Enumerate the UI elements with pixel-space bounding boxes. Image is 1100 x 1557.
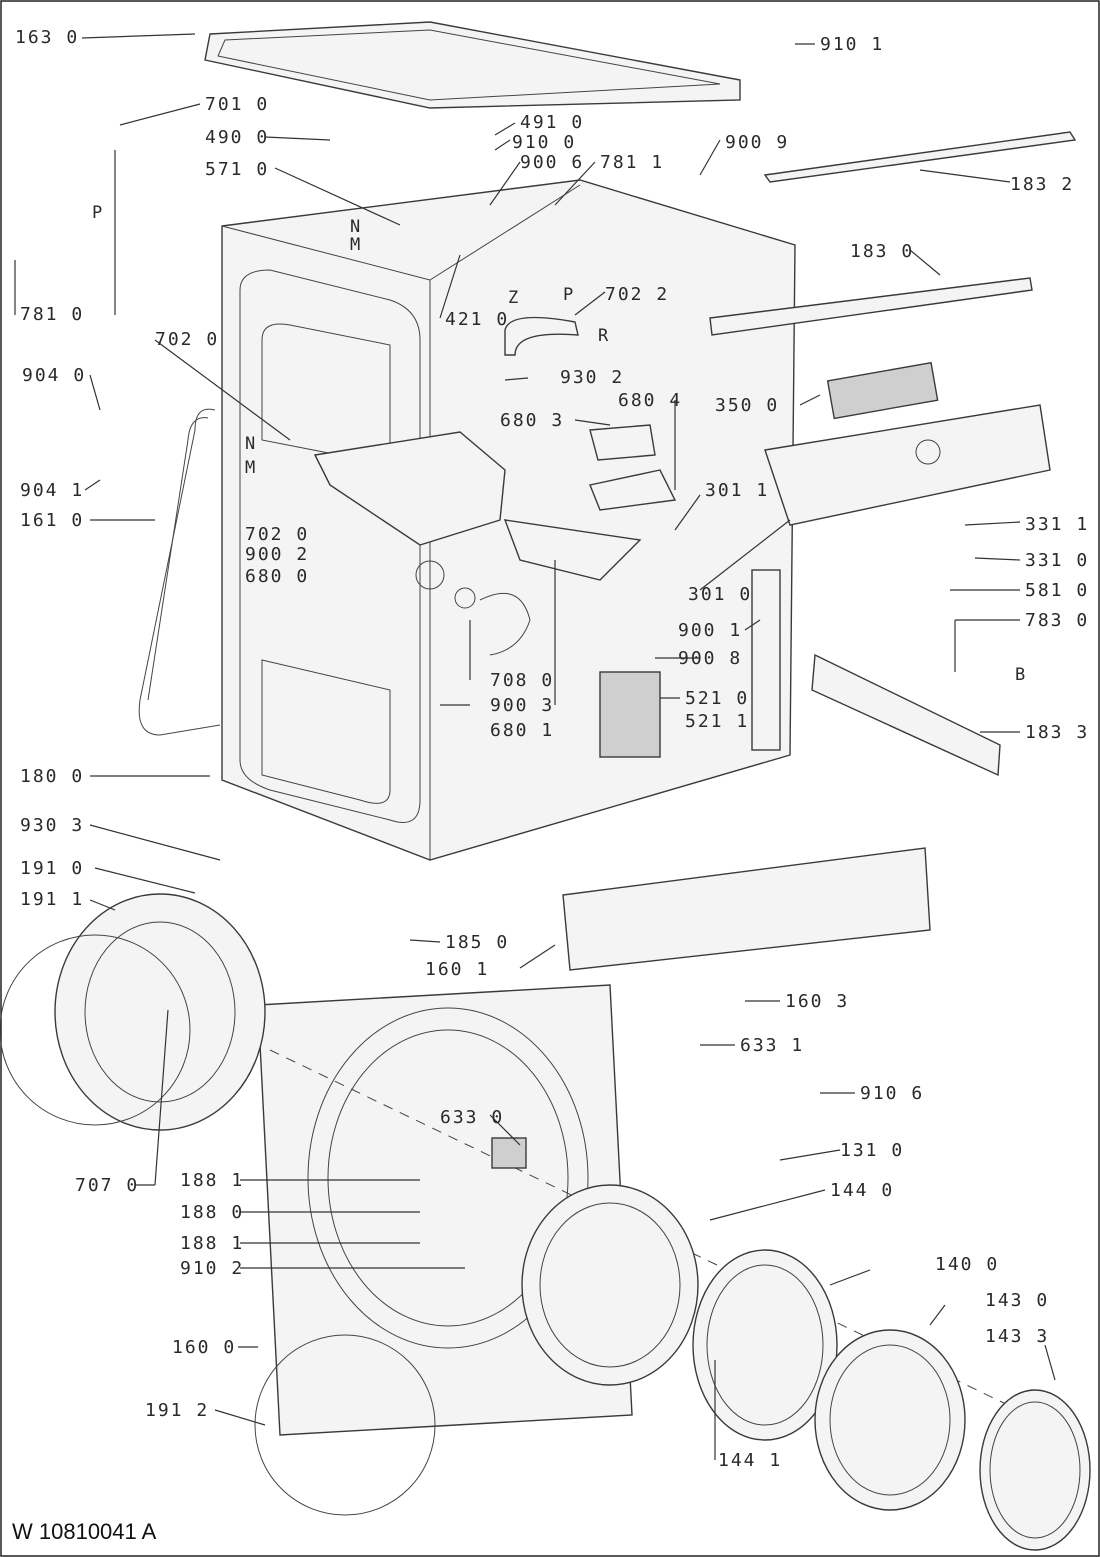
callout-160-0: 160 0 [172, 1337, 236, 1358]
callout-702-2: 702 2 [605, 284, 669, 305]
callout-521-1: 521 1 [685, 711, 749, 732]
callout-680-1: 680 1 [490, 720, 554, 741]
letter-p-left: P [92, 203, 102, 223]
callout-350-0: 350 0 [715, 395, 779, 416]
document-id: W 10810041 A [12, 1519, 157, 1544]
callout-521-0: 521 0 [685, 688, 749, 709]
callout-163-0: 163 0 [15, 27, 79, 48]
callout-633-1: 633 1 [740, 1035, 804, 1056]
callout-900-8: 900 8 [678, 648, 742, 669]
callout-301-1: 301 1 [705, 480, 769, 501]
front-rail-drawing [709, 277, 1033, 336]
bellows-drawing [0, 893, 266, 1131]
callout-490-0: 490 0 [205, 127, 269, 148]
callout-143-0: 143 0 [985, 1290, 1049, 1311]
letter-marks: P N M Z P R N M B [92, 203, 1025, 685]
callout-581-0: 581 0 [1025, 580, 1089, 601]
kickplate-drawing [562, 847, 931, 971]
control-panel-drawing [764, 361, 1051, 526]
callout-900-3: 900 3 [490, 695, 554, 716]
callout-331-1: 331 1 [1025, 514, 1089, 535]
callout-161-0: 161 0 [20, 510, 84, 531]
callout-701-0: 701 0 [205, 94, 269, 115]
callout-904-1: 904 1 [20, 480, 84, 501]
callout-301-0: 301 0 [688, 584, 752, 605]
dispenser-drawing [313, 424, 677, 590]
callout-131-0: 131 0 [840, 1140, 904, 1161]
spring-circle-drawing [254, 1334, 436, 1516]
callout-910-6: 910 6 [860, 1083, 924, 1104]
callout-910-2: 910 2 [180, 1258, 244, 1279]
letter-m-mid: M [245, 458, 255, 478]
callout-185-0: 185 0 [445, 932, 509, 953]
callout-491-0: 491 0 [520, 112, 584, 133]
top-cover-drawing [204, 21, 741, 109]
callout-930-2: 930 2 [560, 367, 624, 388]
door-assembly-drawing [521, 1184, 1091, 1551]
callout-144-1: 144 1 [718, 1450, 782, 1471]
callout-702-0-mid: 702 0 [245, 524, 309, 545]
callout-707-0: 707 0 [75, 1175, 139, 1196]
callout-781-0: 781 0 [20, 304, 84, 325]
letter-z: Z [508, 288, 518, 308]
letter-m-top: M [350, 235, 360, 255]
callout-140-0: 140 0 [935, 1254, 999, 1275]
door-gasket-drawing [138, 408, 221, 736]
callout-900-2: 900 2 [245, 544, 309, 565]
rear-rail-drawing [763, 131, 1077, 183]
hoses-drawing [454, 316, 579, 656]
letter-n-mid: N [245, 434, 255, 454]
callout-910-0: 910 0 [512, 132, 576, 153]
callout-143-3: 143 3 [985, 1326, 1049, 1347]
callout-160-1: 160 1 [425, 959, 489, 980]
callout-191-0: 191 0 [20, 858, 84, 879]
callout-900-6: 900 6 [520, 152, 584, 173]
callout-781-1: 781 1 [600, 152, 664, 173]
callout-680-0: 680 0 [245, 566, 309, 587]
callout-331-0: 331 0 [1025, 550, 1089, 571]
callout-930-3: 930 3 [20, 815, 84, 836]
callout-144-0: 144 0 [830, 1180, 894, 1201]
callout-680-4: 680 4 [618, 390, 682, 411]
callout-188-1-top: 188 1 [180, 1170, 244, 1191]
letter-p-center: P [563, 285, 573, 305]
callout-633-0: 633 0 [440, 1107, 504, 1128]
callout-571-0: 571 0 [205, 159, 269, 180]
callout-708-0: 708 0 [490, 670, 554, 691]
callout-188-1-bottom: 188 1 [180, 1233, 244, 1254]
leader-lines [14, 33, 1056, 1460]
callout-183-2: 183 2 [1010, 174, 1074, 195]
callout-180-0: 180 0 [20, 766, 84, 787]
callout-188-0: 188 0 [180, 1202, 244, 1223]
callout-labels: 163 0 910 1 701 0 490 0 491 0 910 0 571 … [15, 27, 1089, 1471]
callout-783-0: 783 0 [1025, 610, 1089, 631]
callout-183-3: 183 3 [1025, 722, 1089, 743]
callout-900-1: 900 1 [678, 620, 742, 641]
callout-910-1: 910 1 [820, 34, 884, 55]
callout-191-2: 191 2 [145, 1400, 209, 1421]
callout-900-9: 900 9 [725, 132, 789, 153]
callout-191-1: 191 1 [20, 889, 84, 910]
letter-r: R [598, 326, 609, 346]
letter-n-top: N [350, 217, 360, 237]
bottom-rail-drawing [811, 653, 1001, 777]
callout-680-3: 680 3 [500, 410, 564, 431]
callout-904-0: 904 0 [22, 365, 86, 386]
callout-421-0: 421 0 [445, 309, 509, 330]
callout-702-0-top: 702 0 [155, 329, 219, 350]
callout-160-3: 160 3 [785, 991, 849, 1012]
callout-183-0: 183 0 [850, 241, 914, 262]
letter-b: B [1015, 665, 1025, 685]
electronics-drawing [599, 569, 781, 758]
